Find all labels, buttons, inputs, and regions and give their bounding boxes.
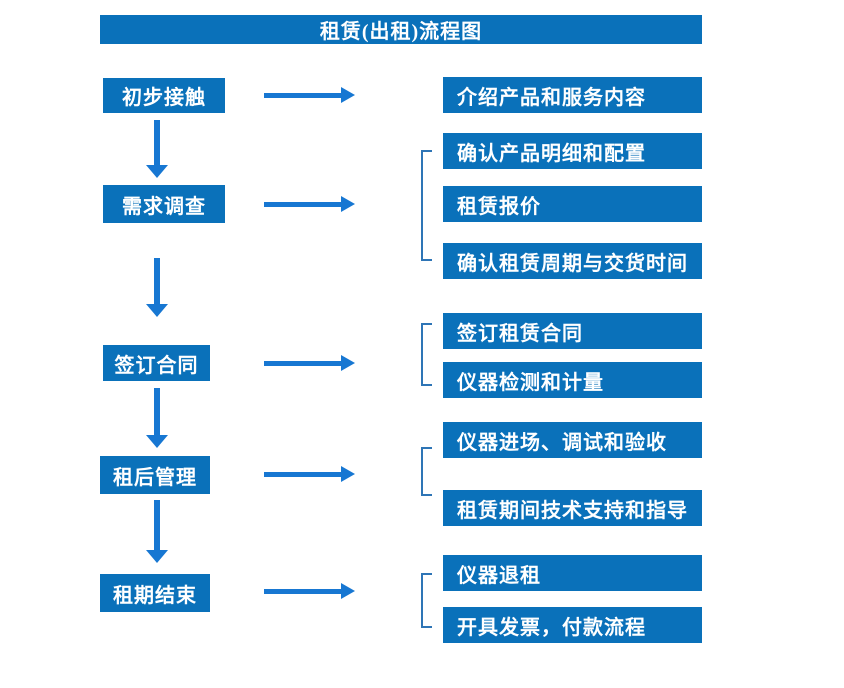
detail-box-technical-support: 租赁期间技术支持和指导 (443, 490, 702, 526)
right-arrow-3 (264, 353, 355, 373)
detail-box-instrument-setup-acceptance: 仪器进场、调试和验收 (443, 422, 702, 458)
down-arrow-4 (146, 500, 168, 563)
stage-box-demand-survey: 需求调查 (103, 185, 225, 223)
stage-box-initial-contact: 初步接触 (103, 78, 225, 113)
detail-box-confirm-period-delivery: 确认租赁周期与交货时间 (443, 243, 702, 279)
flowchart-title: 租赁(出租)流程图 (100, 15, 702, 44)
right-arrow-2 (264, 194, 355, 214)
stage-box-post-rental-management: 租后管理 (100, 456, 210, 494)
detail-box-rental-quotation: 租赁报价 (443, 186, 702, 222)
group-bracket-post-rental (421, 447, 432, 496)
right-arrow-4 (264, 464, 355, 484)
detail-box-sign-rental-contract: 签订租赁合同 (443, 313, 702, 349)
stage-box-rental-end: 租期结束 (100, 574, 210, 612)
group-bracket-sign-contract (421, 323, 432, 386)
right-arrow-1 (264, 85, 355, 105)
down-arrow-2 (146, 258, 168, 317)
stage-box-sign-contract: 签订合同 (103, 345, 210, 381)
detail-box-introduce-products: 介绍产品和服务内容 (443, 77, 702, 113)
detail-box-instrument-testing: 仪器检测和计量 (443, 362, 702, 398)
down-arrow-3 (146, 388, 168, 448)
down-arrow-1 (146, 120, 168, 178)
detail-box-invoice-payment: 开具发票，付款流程 (443, 607, 702, 643)
right-arrow-5 (264, 581, 355, 601)
group-bracket-demand-survey (421, 150, 432, 261)
group-bracket-rental-end (421, 573, 432, 628)
detail-box-confirm-product-config: 确认产品明细和配置 (443, 133, 702, 169)
detail-box-instrument-return: 仪器退租 (443, 555, 702, 591)
